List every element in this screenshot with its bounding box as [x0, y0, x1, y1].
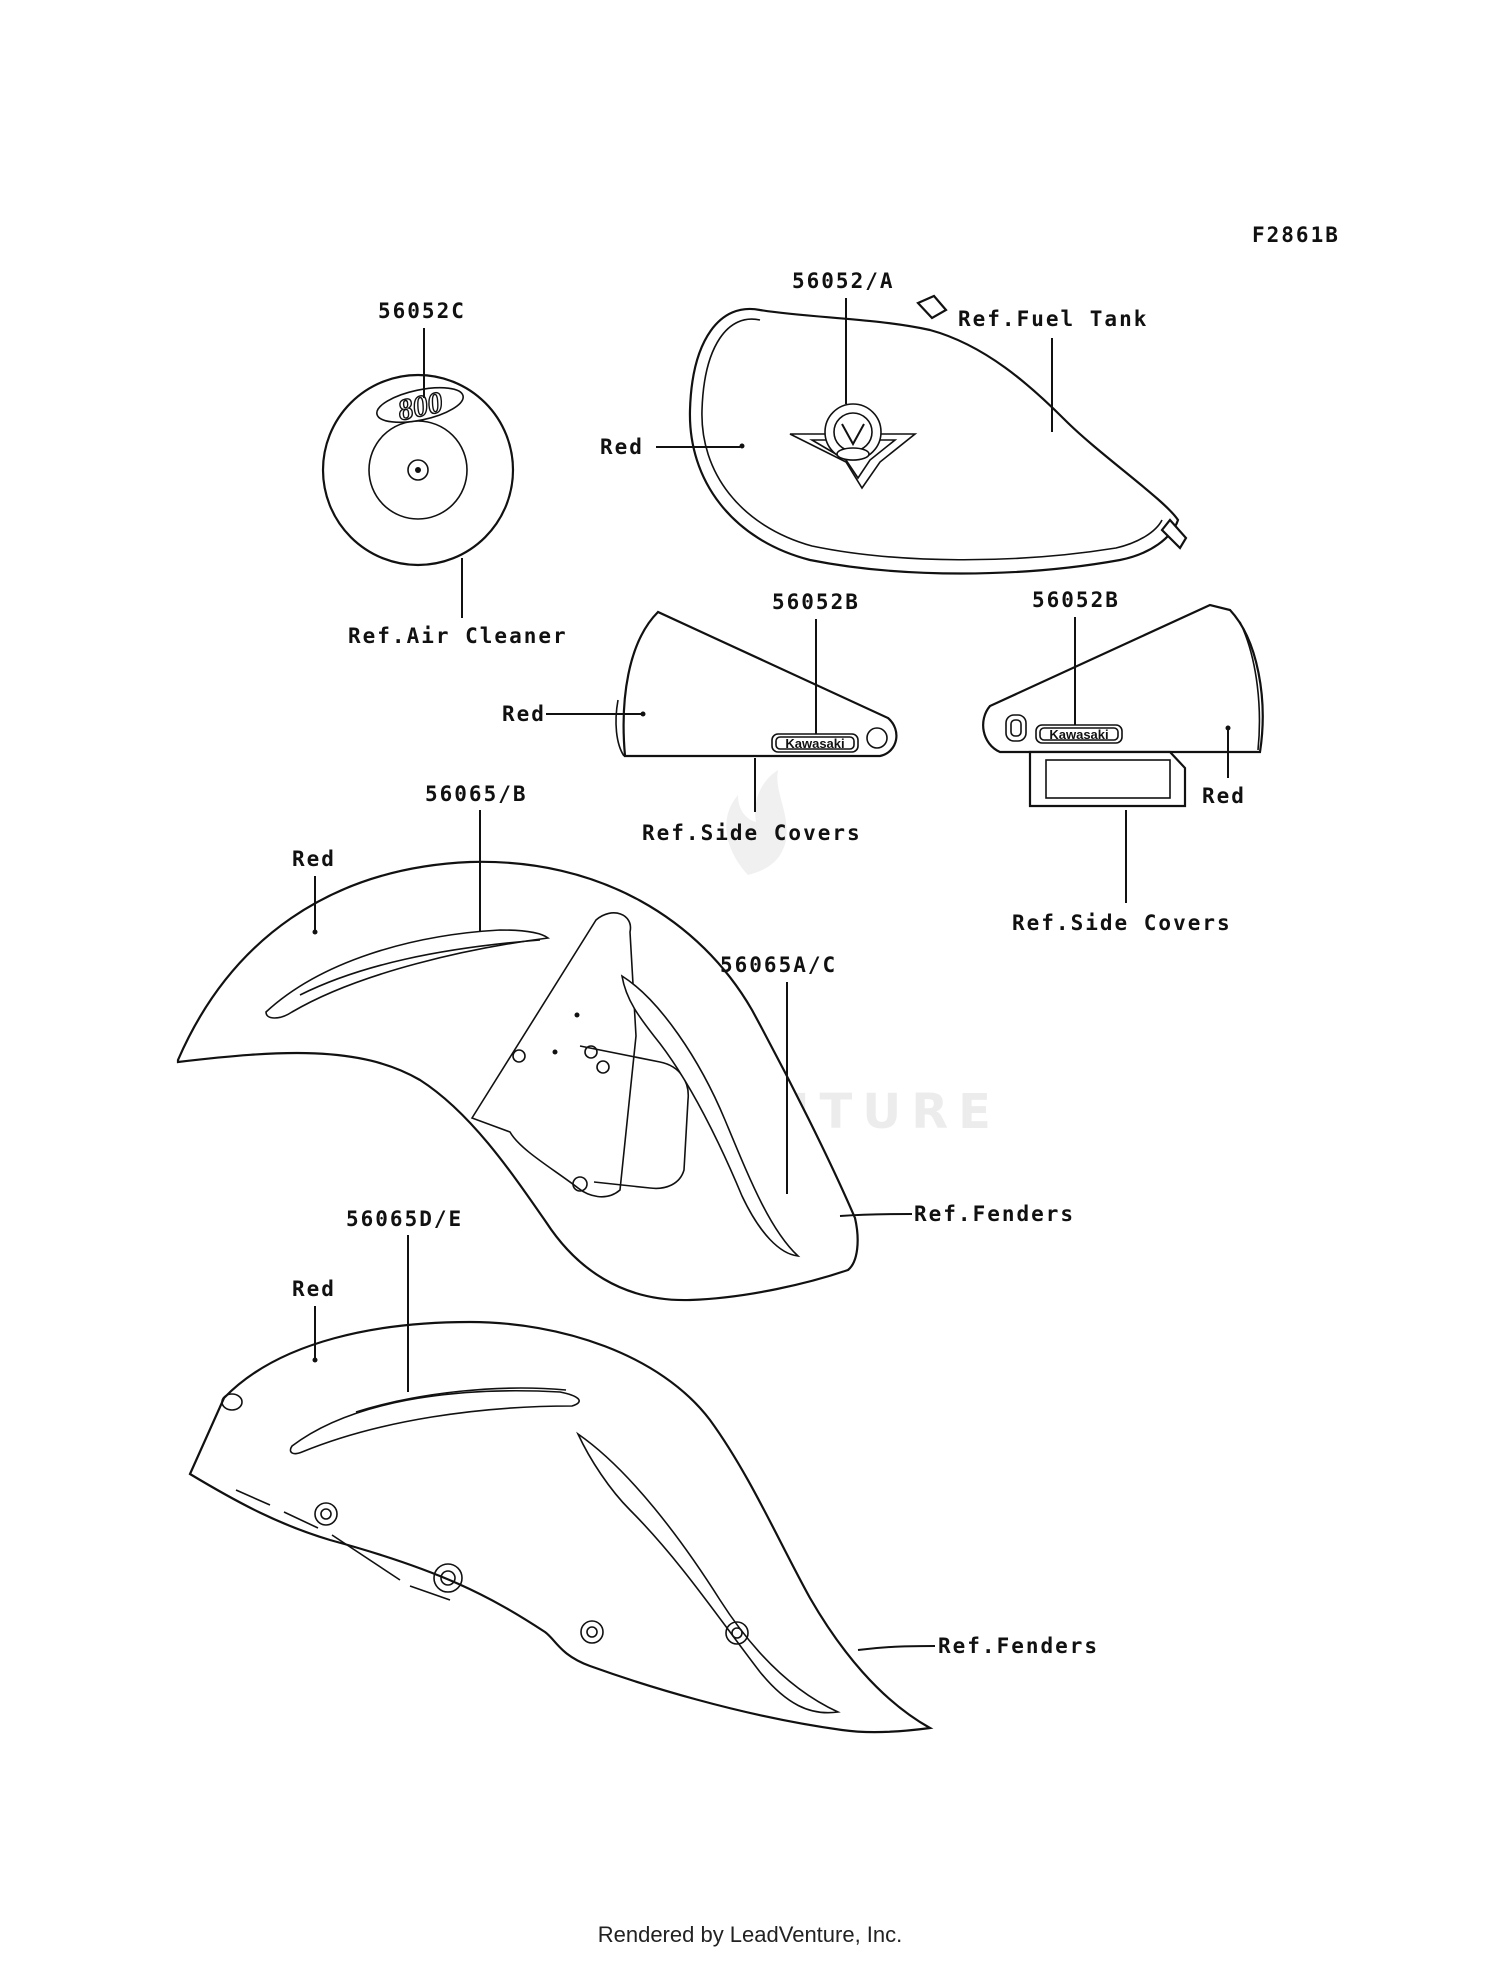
part-number-56052b-right[interactable]: 56052B: [1032, 588, 1120, 612]
part-number-56065b[interactable]: 56065/B: [425, 782, 528, 806]
front-fender-lower-stripe-decal[interactable]: [620, 974, 801, 1258]
emblem-800-decal[interactable]: [374, 381, 466, 429]
part-number-56065de[interactable]: 56065D/E: [346, 1207, 463, 1231]
ref-air-cleaner[interactable]: Ref.Air Cleaner: [348, 624, 568, 648]
part-number-56052b-left[interactable]: 56052B: [772, 590, 860, 614]
kawasaki-badge-right[interactable]: [1035, 724, 1123, 744]
kawasaki-badge-left-text: Kawasaki: [785, 736, 844, 751]
front-fender[interactable]: [176, 860, 859, 1302]
rear-fender-color-red[interactable]: Red: [292, 1277, 336, 1301]
kawasaki-badge-right-text: Kawasaki: [1049, 727, 1108, 742]
rear-fender-upper-stripe-decal[interactable]: [289, 1390, 580, 1455]
side-cover-right[interactable]: Kawasaki: [982, 603, 1264, 808]
front-fender-color-red[interactable]: Red: [292, 847, 336, 871]
side-cover-left-color-red[interactable]: Red: [502, 702, 546, 726]
side-cover-left[interactable]: Kawasaki: [615, 610, 898, 758]
ref-fenders-rear[interactable]: Ref.Fenders: [938, 1634, 1099, 1658]
part-number-56052c[interactable]: 56052C: [378, 299, 466, 323]
footer-credit: Rendered by LeadVenture, Inc.: [597, 1922, 903, 1947]
ref-side-covers-right[interactable]: Ref.Side Covers: [1012, 911, 1232, 935]
figure-code: F2861B: [1252, 223, 1340, 247]
tank-color-red[interactable]: Red: [600, 435, 644, 459]
ref-fenders-front[interactable]: Ref.Fenders: [914, 1202, 1075, 1226]
ref-fuel-tank[interactable]: Ref.Fuel Tank: [958, 307, 1148, 331]
part-number-56052a[interactable]: 56052/A: [792, 269, 895, 293]
rear-fender[interactable]: [188, 1320, 934, 1734]
front-fender-upper-stripe-decal[interactable]: [265, 929, 551, 1019]
rear-fender-lower-stripe-decal[interactable]: [576, 1431, 841, 1714]
air-cleaner-cover[interactable]: 800: [321, 373, 515, 567]
part-number-56065ac[interactable]: 56065A/C: [720, 953, 837, 977]
tank-v-emblem-decal[interactable]: [789, 403, 918, 490]
fuel-tank[interactable]: [688, 294, 1188, 575]
side-cover-right-color-red[interactable]: Red: [1202, 784, 1246, 808]
ref-side-covers-left[interactable]: Ref.Side Covers: [642, 821, 862, 845]
